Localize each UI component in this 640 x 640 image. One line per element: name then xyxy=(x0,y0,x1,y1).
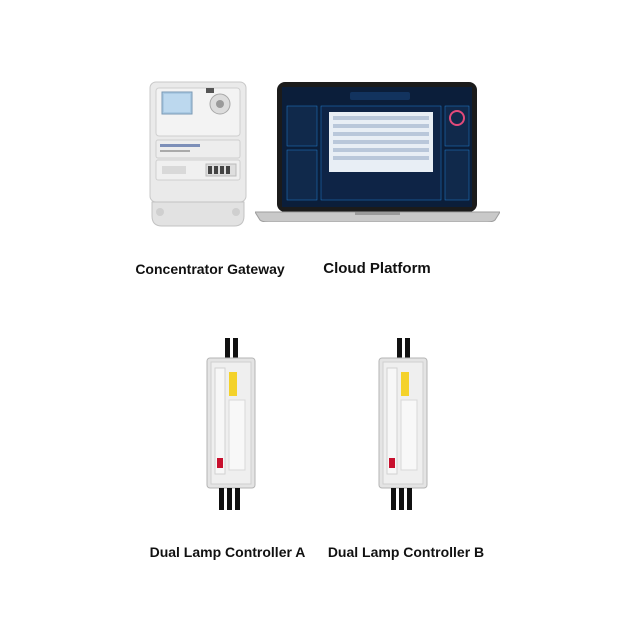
laptop-dashboard-icon xyxy=(254,82,501,223)
dual-lamp-controller-a-caption: Dual Lamp Controller A xyxy=(149,544,306,560)
dual-lamp-controller-a-image xyxy=(203,338,259,510)
dual-lamp-controller-icon xyxy=(378,338,428,510)
concentrator-gateway-caption: Concentrator Gateway xyxy=(135,261,285,277)
dual-lamp-controller-b-caption: Dual Lamp Controller B xyxy=(327,544,485,560)
concentrator-gateway-icon xyxy=(149,81,247,227)
dual-lamp-controller-icon xyxy=(206,338,256,510)
cloud-platform-image xyxy=(254,82,501,223)
concentrator-gateway-image xyxy=(146,80,250,230)
dual-lamp-controller-b-image xyxy=(375,338,431,510)
cloud-platform-caption: Cloud Platform xyxy=(323,260,431,277)
